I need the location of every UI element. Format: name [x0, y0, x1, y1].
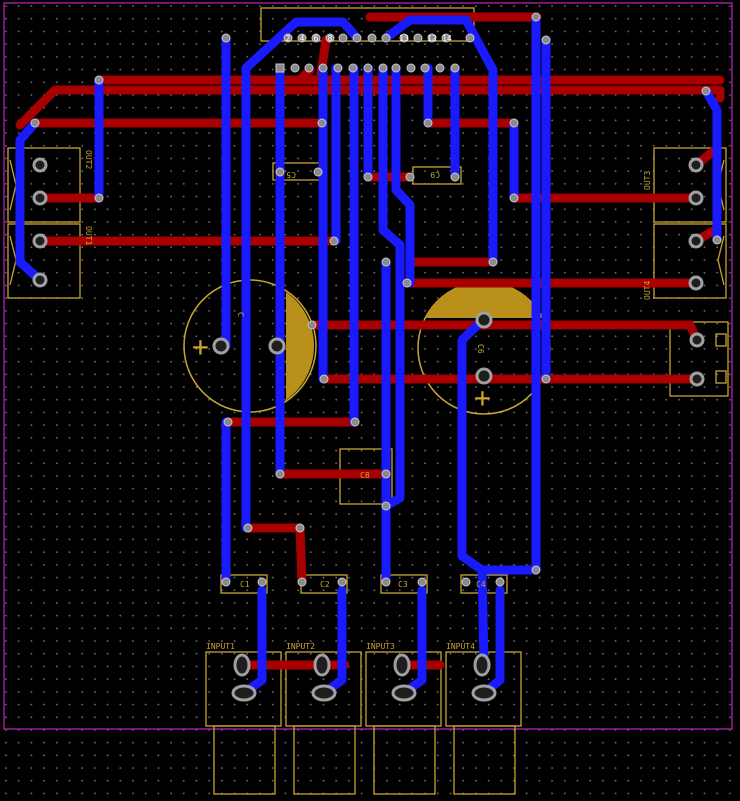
- label-cap-plus-left: +: [192, 330, 209, 363]
- label-out4: OUT4: [643, 281, 652, 300]
- label-out2: OUT2: [84, 150, 93, 169]
- label-c6: C6: [476, 344, 485, 354]
- board-outline: [3, 2, 733, 730]
- pin-number-13: 13: [399, 34, 409, 43]
- bottom-copper-traces: [15, 12, 722, 698]
- label-input4: INPUT4: [446, 642, 475, 651]
- label-c8: C8: [360, 471, 370, 480]
- label-input3: INPUT3: [366, 642, 395, 651]
- label-c-big: C: [236, 312, 245, 317]
- component-labels: OUT2 OUT1 OUT3 OUT4 C5 C9 C C6 C8 C1 C2 …: [84, 150, 652, 651]
- pin-number-4: 4: [300, 34, 305, 43]
- pin-number-12: 12: [427, 34, 437, 43]
- label-out3: OUT3: [643, 171, 652, 190]
- label-input2: INPUT2: [286, 642, 315, 651]
- label-c3: C3: [398, 580, 408, 589]
- label-cap-plus-c6: +: [474, 381, 491, 414]
- pads: [30, 12, 722, 587]
- label-c5: C5: [286, 170, 296, 179]
- header-pin-numbers: 2 4 6 8 13 12 14: [286, 34, 452, 43]
- label-c9: C9: [430, 170, 440, 179]
- label-input1: INPUT1: [206, 642, 235, 651]
- label-c4: C4: [476, 580, 486, 589]
- large-pads: [32, 157, 705, 702]
- label-out1: OUT1: [84, 226, 93, 245]
- label-c1: C1: [240, 580, 250, 589]
- label-c2: C2: [320, 580, 330, 589]
- pin-number-8: 8: [328, 34, 333, 43]
- pin-number-14: 14: [442, 34, 452, 43]
- pin-number-2: 2: [286, 34, 291, 43]
- pin-number-6: 6: [314, 34, 319, 43]
